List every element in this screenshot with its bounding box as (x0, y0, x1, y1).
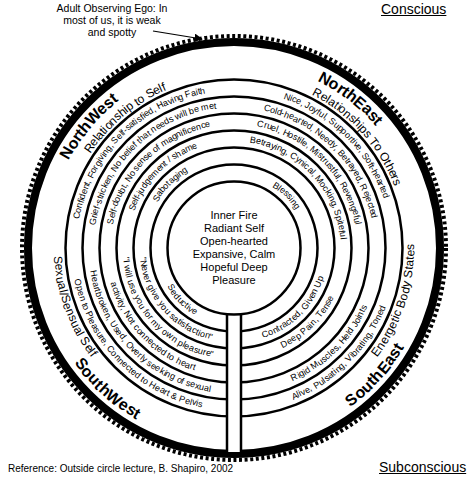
glyph: & (170, 391, 179, 402)
circle-shape (168, 182, 301, 315)
path-text: Blessing (269, 178, 304, 214)
glyph: d (368, 212, 378, 219)
leader-arrow (153, 31, 202, 39)
center-circle: Inner Fire Radiant Self Open-hearted Exp… (166, 180, 302, 316)
glyph: s (404, 244, 416, 250)
path-text: Grief-stricken, No belief that needs wil… (86, 99, 223, 230)
glyph: e (204, 120, 211, 130)
labyrinth-wall (151, 165, 318, 332)
path-text: Sabotaging (149, 163, 193, 207)
glyph: l (353, 222, 362, 226)
text-wrap: Inner Fire Radiant Self Open-hearted Exp… (166, 180, 302, 316)
glyph: t (213, 102, 217, 111)
path-text: Betraying, Cynical, Mocking, Spiteful (245, 133, 350, 246)
glyph: s (197, 400, 203, 410)
glyph: a (403, 259, 416, 267)
glyph: l (338, 237, 347, 240)
level-label: Subconscious (379, 459, 474, 475)
level-label: Conscious (381, 1, 471, 17)
glyph: S (52, 255, 65, 264)
quadrant-subheading: Sexual/Sensual Self (48, 250, 103, 364)
entrance-wall (240, 314, 243, 452)
glyph: l (209, 384, 212, 393)
path-text: Contracted, Given Up (258, 271, 329, 342)
path-text: Confident, Forgiving, Self-satisfied, Ha… (70, 83, 211, 223)
entrance-wall (226, 314, 229, 452)
quadrant-subheading: Energetic Body States (366, 237, 420, 362)
glyph: g (177, 92, 185, 102)
glyph: " (210, 350, 215, 359)
center-text: Inner Fire Radiant Self Open-hearted Exp… (190, 209, 278, 287)
glyph: G (88, 218, 98, 227)
path-text: Self-judgement / shame (125, 139, 202, 216)
entrance-gap (228, 312, 240, 452)
glyph: e (404, 250, 416, 257)
outer-ring (28, 42, 440, 454)
glyph: e (193, 105, 200, 115)
glyph: S (402, 269, 415, 279)
reference-note: Reference: Outside circle lecture, B. Sh… (8, 463, 308, 475)
labyrinth (22, 36, 446, 460)
glyph: I (121, 260, 130, 264)
quadrant-heading: SouthWest (68, 351, 150, 427)
path-text: Seductive (163, 280, 202, 319)
glyph: h (199, 86, 206, 96)
glyph: " (208, 332, 213, 342)
annotation: Adult Observing Ego: In most of us, it i… (56, 2, 168, 38)
outer-lunations (22, 36, 446, 460)
